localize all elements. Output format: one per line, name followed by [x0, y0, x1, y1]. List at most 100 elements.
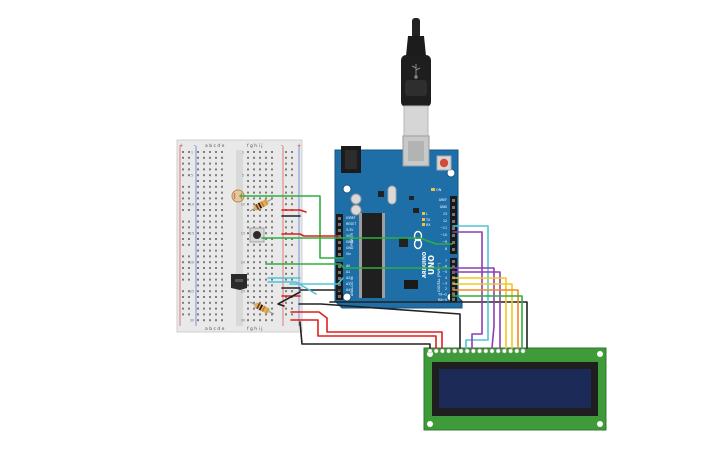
- header-pin[interactable]: [338, 217, 341, 220]
- resistor-top[interactable]: [249, 198, 273, 212]
- header-pin[interactable]: [452, 292, 455, 296]
- breadboard-hole: [197, 214, 199, 217]
- push-button[interactable]: [249, 227, 265, 243]
- header-pin[interactable]: [338, 295, 341, 298]
- wire-cyan[interactable]: [289, 277, 344, 285]
- rail-hole: [188, 290, 190, 293]
- lcd-pin[interactable]: [427, 348, 433, 354]
- usb-cable[interactable]: [401, 18, 431, 137]
- rail-hole: [188, 197, 190, 200]
- wire-yellow[interactable]: [452, 283, 513, 349]
- rail-hole: [291, 168, 293, 171]
- header-pin[interactable]: [452, 287, 455, 290]
- wire-purple[interactable]: [452, 267, 495, 349]
- breadboard-hole: [197, 272, 199, 275]
- wire-green[interactable]: [239, 195, 344, 259]
- header-pin[interactable]: [452, 265, 455, 269]
- breadboard-hole: [215, 197, 217, 200]
- header-pin[interactable]: [452, 248, 455, 251]
- wire-red[interactable]: [281, 233, 340, 237]
- wire-black[interactable]: [277, 291, 301, 307]
- wire-black[interactable]: [329, 301, 528, 349]
- header-pin[interactable]: [452, 227, 455, 230]
- resistor-bottom[interactable]: [249, 301, 275, 315]
- header-pin[interactable]: [338, 247, 341, 250]
- breadboard-hole: [271, 220, 273, 223]
- breadboard-hole: [215, 243, 217, 246]
- header-pin[interactable]: [452, 241, 455, 244]
- wire-black[interactable]: [298, 303, 461, 349]
- lcd-pin[interactable]: [489, 348, 495, 354]
- breadboard-hole: [265, 255, 267, 258]
- header-pin[interactable]: [338, 241, 341, 244]
- lcd-pin[interactable]: [446, 348, 451, 354]
- rail-hole: [291, 272, 293, 275]
- lcd-pin[interactable]: [495, 348, 501, 354]
- breadboard-hole: [259, 185, 261, 188]
- header-pin[interactable]: [452, 213, 455, 216]
- breadboard[interactable]: a b c d e f g h i j a b c d e f g h i j …: [176, 139, 303, 333]
- wire-black[interactable]: [299, 321, 431, 349]
- breadboard-hole: [271, 284, 273, 287]
- wire-purple[interactable]: [452, 271, 501, 349]
- lcd-pin[interactable]: [514, 348, 520, 354]
- lcd-pin[interactable]: [502, 348, 507, 354]
- header-pin[interactable]: [338, 229, 341, 232]
- header-pin[interactable]: [452, 297, 455, 301]
- lcd-pin[interactable]: [483, 348, 489, 354]
- header-pin[interactable]: [338, 253, 341, 256]
- tx-led: [422, 218, 425, 221]
- wire-green[interactable]: [261, 237, 453, 245]
- breadboard-hole: [197, 313, 199, 316]
- header-pin[interactable]: [452, 234, 455, 237]
- wire-purple[interactable]: [452, 231, 483, 349]
- reset-button[interactable]: [439, 158, 449, 168]
- lcd-pin[interactable]: [508, 348, 513, 354]
- wire-black[interactable]: [299, 289, 343, 293]
- breadboard-hole: [253, 151, 255, 153]
- header-pin[interactable]: [452, 220, 455, 223]
- header-pin[interactable]: [452, 260, 455, 263]
- breadboard-hole: [259, 290, 261, 293]
- lcd-pin[interactable]: [440, 348, 445, 354]
- wires[interactable]: [239, 195, 528, 349]
- header-pin[interactable]: [338, 223, 341, 226]
- header-pin[interactable]: [452, 206, 455, 209]
- lcd-pin[interactable]: [433, 348, 439, 354]
- rail-hole: [188, 272, 190, 275]
- rail-hole: [291, 220, 293, 223]
- wire-cyan[interactable]: [452, 225, 489, 349]
- lcd-pin[interactable]: [520, 348, 526, 354]
- lcd-pin[interactable]: [471, 348, 476, 354]
- wire-red[interactable]: [290, 319, 437, 349]
- header-pin[interactable]: [338, 283, 341, 286]
- header-pin[interactable]: [338, 265, 341, 268]
- lcd-pin[interactable]: [458, 348, 464, 354]
- wire-red[interactable]: [281, 209, 307, 213]
- wire-cyan[interactable]: [267, 281, 317, 295]
- breadboard-hole: [215, 180, 217, 182]
- wire-red[interactable]: [290, 311, 443, 349]
- wire-green[interactable]: [265, 263, 453, 269]
- breadboard-hole: [259, 278, 261, 281]
- breadboard-hole: [253, 272, 255, 275]
- lcd-pin[interactable]: [477, 348, 482, 354]
- header-pin[interactable]: [452, 281, 455, 285]
- breadboard-hole: [197, 156, 199, 159]
- breadboard-hole: [209, 156, 211, 159]
- breadboard-hole: [221, 180, 223, 182]
- sensor-chip[interactable]: [231, 274, 247, 290]
- breadboard-hole: [209, 307, 211, 310]
- breadboard-hole: [247, 232, 249, 235]
- header-pin[interactable]: [338, 271, 341, 274]
- lcd-pin[interactable]: [464, 348, 470, 354]
- header-pin[interactable]: [452, 199, 455, 202]
- lcd-pin[interactable]: [452, 348, 458, 354]
- wire-yellow[interactable]: [452, 277, 507, 349]
- wire-green[interactable]: [452, 295, 523, 349]
- wire-orange[interactable]: [452, 289, 519, 349]
- header-pin[interactable]: [338, 277, 341, 280]
- lcd-display[interactable]: [423, 347, 607, 431]
- breadboard-hole: [253, 249, 255, 252]
